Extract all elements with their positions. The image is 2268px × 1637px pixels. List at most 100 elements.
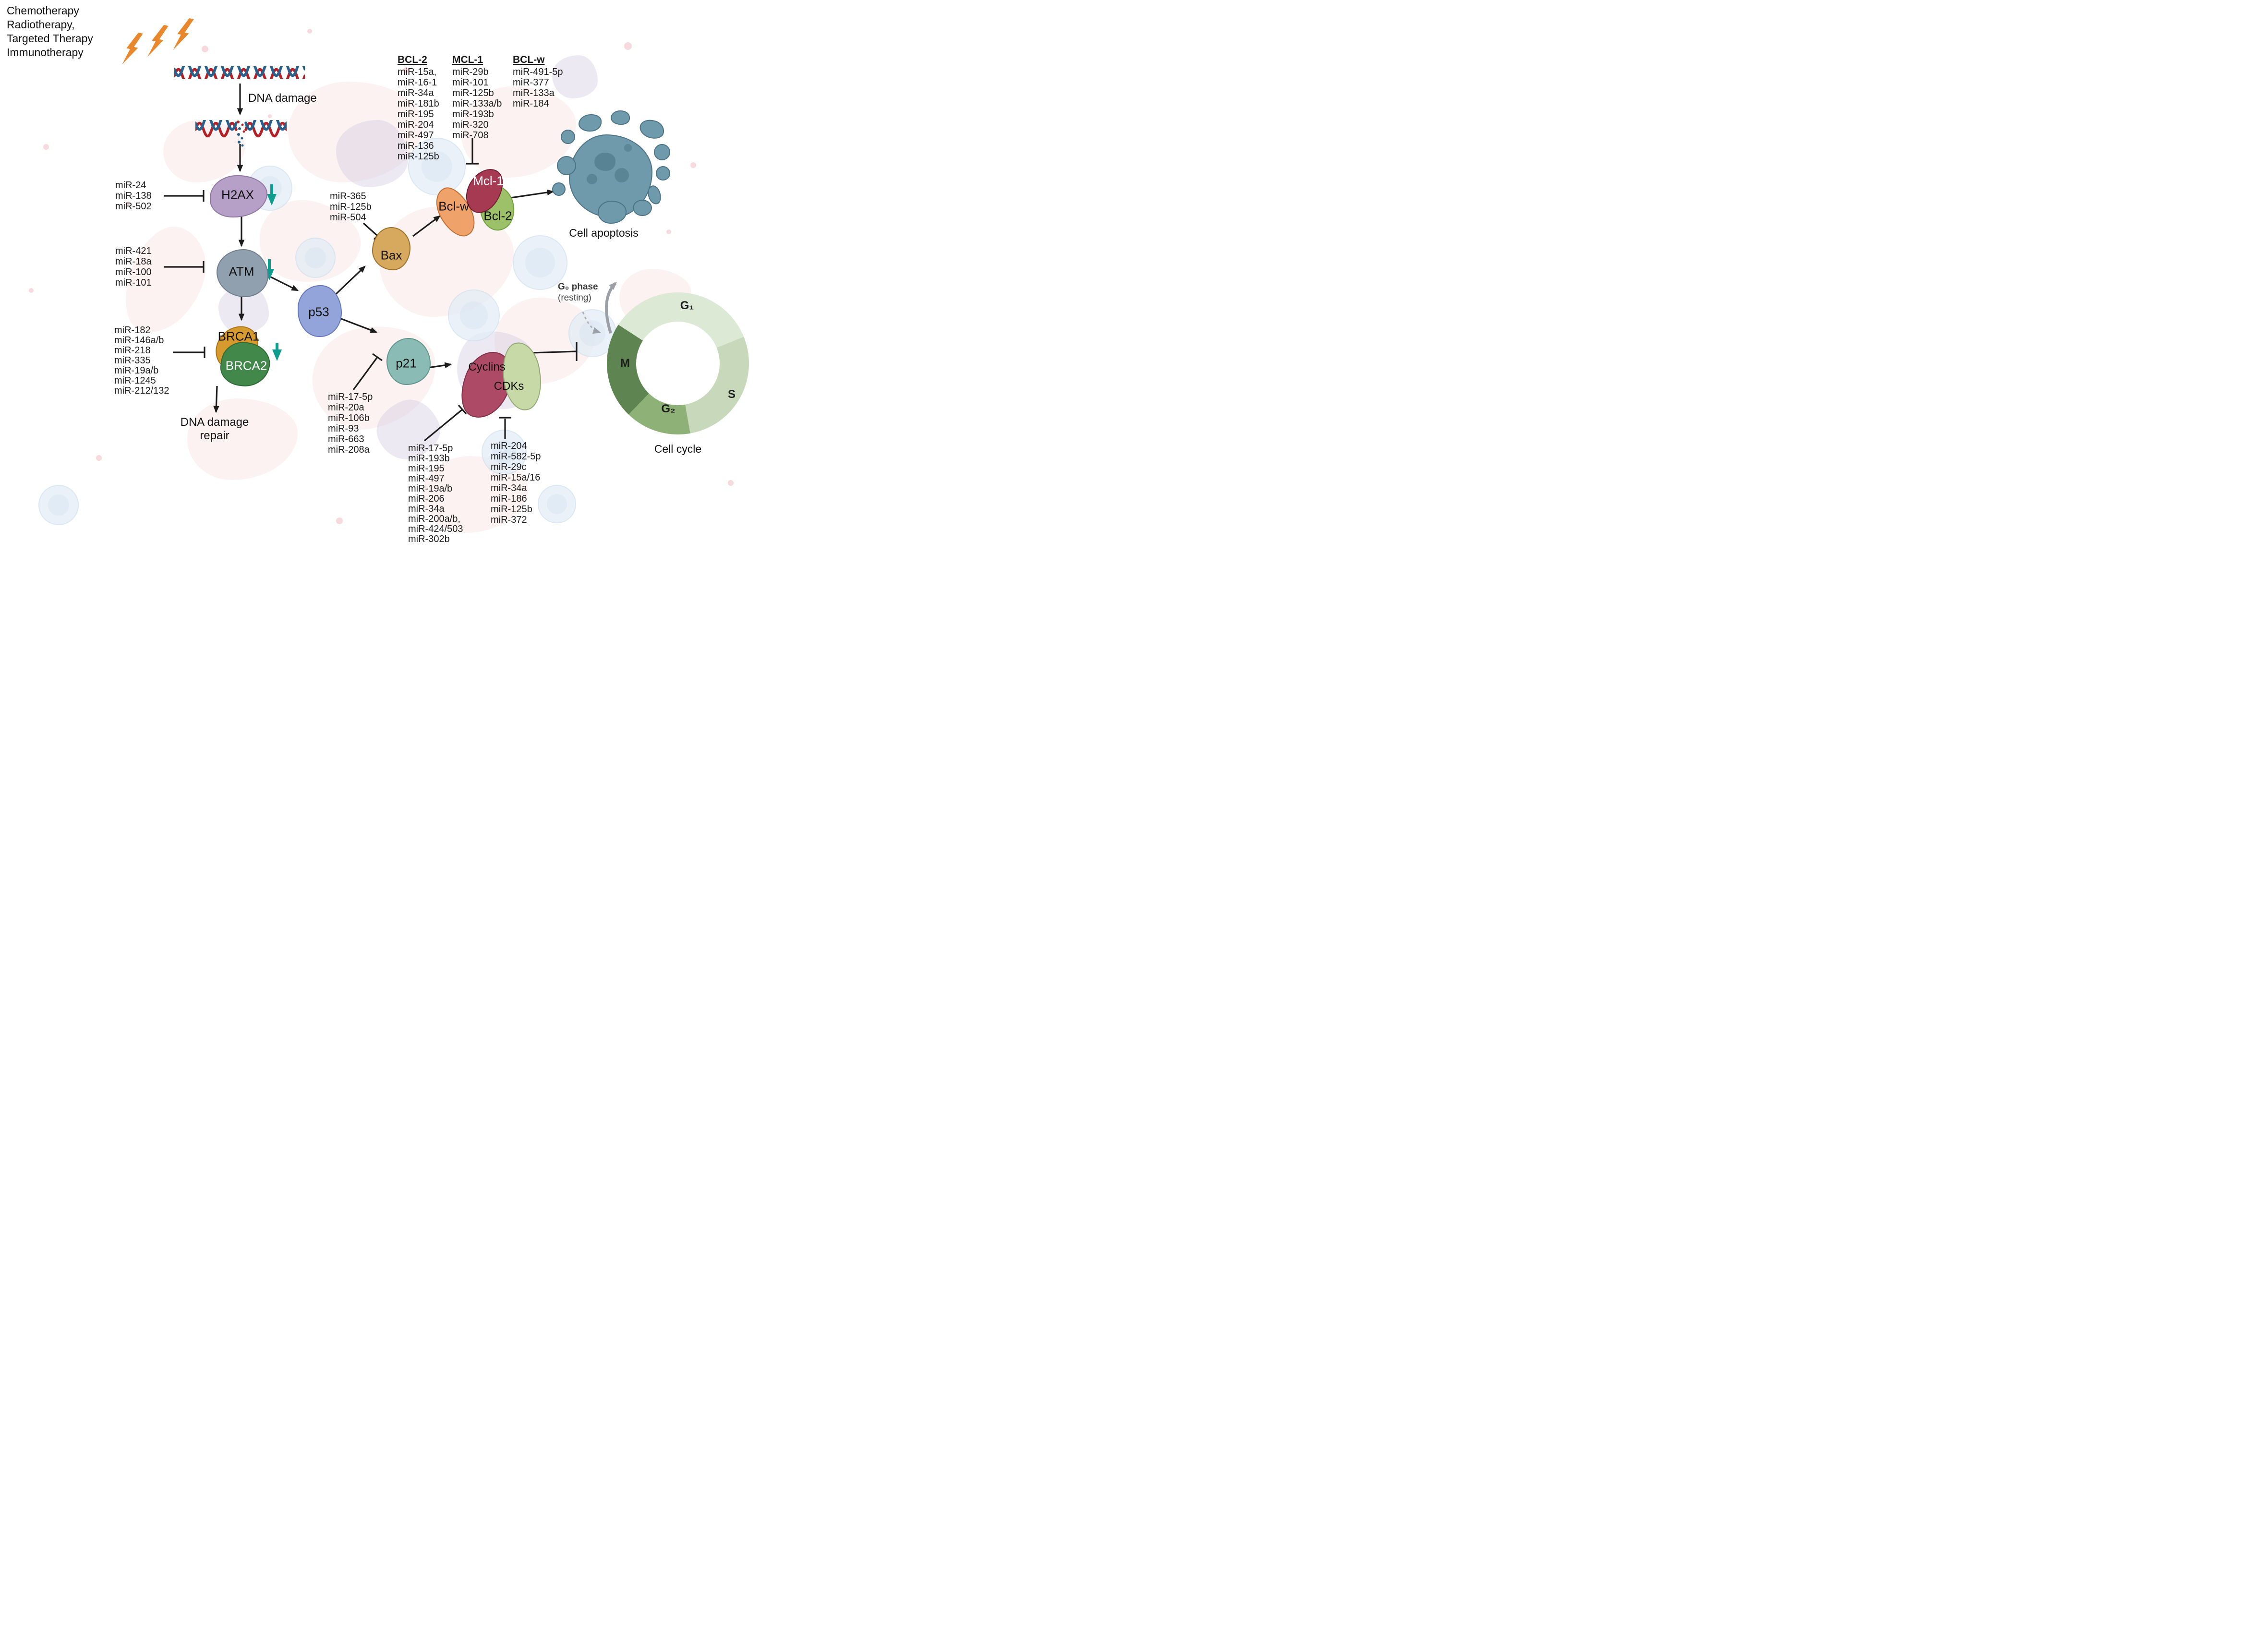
mir-item: miR-125b <box>452 88 494 98</box>
background-cell <box>336 120 408 187</box>
therapy-line: Chemotherapy <box>7 4 79 17</box>
mir-item: miR-146a/b <box>114 335 164 346</box>
bax-protein-blob <box>372 227 410 270</box>
mir-item: miR-1245 <box>114 375 156 386</box>
mir-item: miR-18a <box>115 256 152 267</box>
mir-item: miR-182 <box>114 325 151 336</box>
lightning-bolt-icon <box>122 32 143 65</box>
dna-damage-label: DNA damage <box>248 92 317 105</box>
g0-phase-label: G₀ phase (resting) <box>558 282 598 303</box>
mir-item: miR-335 <box>114 355 151 366</box>
cell-apoptosis-label: Cell apoptosis <box>569 227 639 239</box>
mcl1-group-header: MCL-1 <box>452 54 483 65</box>
mir-item: miR-19a/b <box>114 365 159 376</box>
therapy-line: Targeted Therapy <box>7 32 93 45</box>
lightning-bolt-icon <box>173 18 194 50</box>
therapy-line: Immunotherapy <box>7 46 84 59</box>
mir-item: miR-17-5p <box>408 443 453 454</box>
mir-item: miR-101 <box>115 277 152 288</box>
mir-item: miR-15a, <box>398 67 437 77</box>
background-cell <box>38 485 79 525</box>
p21-protein-blob <box>386 338 431 385</box>
mir-item: miR-133a/b <box>452 98 502 109</box>
mir-item: miR-206 <box>408 494 445 504</box>
dna-break-debris <box>237 120 245 147</box>
mir-item: miR-193b <box>408 453 450 464</box>
dna-helix-broken <box>195 120 287 147</box>
therapy-line: Radiotherapy, <box>7 18 75 31</box>
mir-item: miR-200a/b, <box>408 514 460 524</box>
mir-item: miR-365 <box>330 191 366 202</box>
mir-item: miR-377 <box>513 77 549 88</box>
phase-label-m: M <box>620 357 630 370</box>
dna-helix-intact <box>174 66 305 79</box>
h2ax-label: H2AX <box>221 187 254 202</box>
background-cell <box>448 289 500 341</box>
background-dot <box>690 162 696 168</box>
mir-item: miR-218 <box>114 345 151 356</box>
mir-item: miR-181b <box>398 98 439 109</box>
background-dot <box>728 480 734 486</box>
background-dot <box>96 455 102 461</box>
mir-item: miR-100 <box>115 267 152 277</box>
cell-cycle-donut: G₁ S G₂ M <box>607 292 749 434</box>
atm-label: ATM <box>229 264 254 279</box>
donut-hole <box>636 322 720 405</box>
mir-item: miR-24 <box>115 180 146 191</box>
apoptotic-cell-illustration <box>552 110 687 230</box>
mir-item: miR-195 <box>398 109 434 120</box>
background-cell <box>552 55 598 98</box>
mir-item: miR-320 <box>452 120 489 130</box>
mir-item: miR-29b <box>452 67 489 77</box>
background-cell <box>408 138 466 195</box>
cell-cycle-label: Cell cycle <box>654 443 702 455</box>
mir-item: miR-106b <box>328 413 370 423</box>
mir-item: miR-29c <box>491 462 527 472</box>
mir-item: miR-125b <box>398 151 439 162</box>
brca2-label: BRCA2 <box>225 358 267 373</box>
bcl2-label: Bcl-2 <box>483 208 512 223</box>
mir-item: miR-34a <box>408 504 445 514</box>
background-dot <box>43 144 49 150</box>
phase-label-s: S <box>727 388 736 401</box>
background-dot <box>307 29 312 34</box>
bcl2-group-header: BCL-2 <box>398 54 427 65</box>
lightning-bolt-icon <box>147 24 169 57</box>
mir-item: miR-421 <box>115 246 152 256</box>
mir-item: miR-424/503 <box>408 524 463 534</box>
mcl1-label: Mcl-1 <box>473 173 504 188</box>
p53-label: p53 <box>308 304 329 319</box>
mir-item: miR-504 <box>330 212 366 223</box>
mir-item: miR-302b <box>408 534 450 544</box>
background-dot <box>29 288 34 293</box>
p53-protein-blob <box>298 285 342 337</box>
background-dot <box>268 114 272 118</box>
mir-item: miR-186 <box>491 494 527 504</box>
mir-item: miR-34a <box>398 88 434 98</box>
mir-item: miR-195 <box>408 463 445 474</box>
phase-label-g1: G₁ <box>680 299 694 312</box>
mir-item: miR-133a <box>513 88 555 98</box>
mir-item: miR-15a/16 <box>491 472 541 483</box>
background-dot <box>666 229 671 234</box>
background-dot <box>624 42 632 50</box>
mir-item: miR-497 <box>408 473 445 484</box>
bclw-label: Bcl-w <box>438 199 469 214</box>
background-dot <box>403 67 409 73</box>
mir-item: miR-497 <box>398 130 434 141</box>
mir-item: miR-212/132 <box>114 385 169 396</box>
cdks-label: CDKs <box>494 380 524 393</box>
mir-item: miR-708 <box>452 130 489 141</box>
mir-item: miR-193b <box>452 109 494 120</box>
background-cell <box>538 485 576 523</box>
